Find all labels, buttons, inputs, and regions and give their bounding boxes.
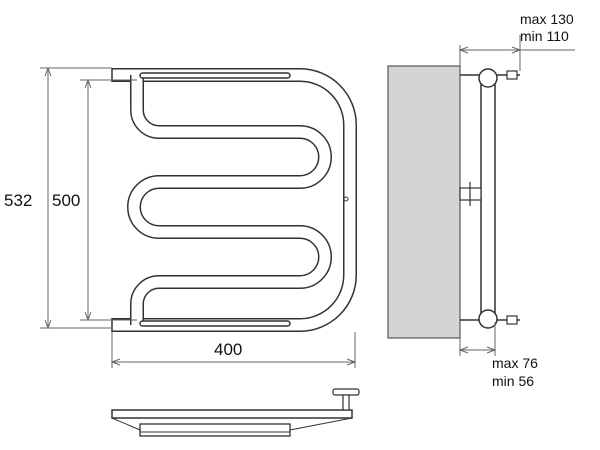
dim-gap-max: max 76 [492, 355, 538, 371]
top-view-rail [139, 423, 291, 437]
side-pipe [480, 74, 496, 323]
front-view [111, 68, 357, 332]
front-dimensions [40, 66, 357, 368]
side-view [387, 65, 520, 339]
dim-532: 532 [4, 191, 32, 210]
wall-flange [332, 388, 360, 396]
dim-depth-max: max 130 [520, 11, 574, 27]
bottom-bar [139, 320, 291, 327]
side-dimensions [458, 35, 575, 356]
air-vent-plug [343, 196, 349, 202]
dim-gap-min: min 56 [492, 373, 534, 389]
top-view-bar [111, 409, 353, 419]
dim-500: 500 [52, 191, 80, 210]
top-bar [139, 72, 291, 79]
top-view [111, 388, 360, 437]
dim-depth-min: min 110 [520, 28, 569, 44]
dim-400: 400 [214, 340, 242, 359]
wall-section [387, 65, 461, 339]
